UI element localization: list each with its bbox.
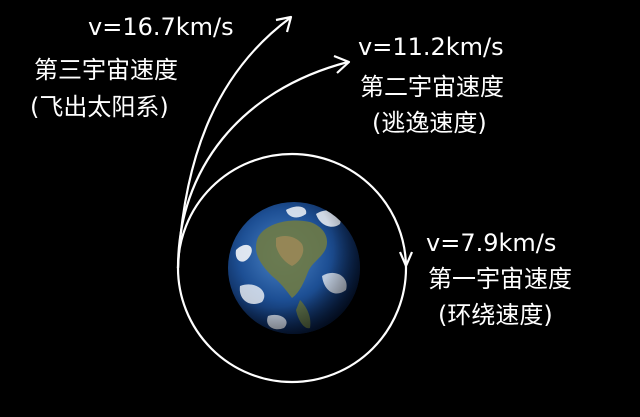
earth-icon (228, 202, 360, 334)
third-velocity-meaning: (飞出太阳系) (30, 93, 169, 121)
first-velocity-name: 第一宇宙速度 (428, 265, 572, 293)
second-velocity-meaning: (逃逸速度) (372, 109, 487, 137)
solar-escape-trajectory (176, 15, 293, 269)
solar-escape-arrow-icon (275, 15, 293, 33)
third-velocity-speed: v=16.7km/s (88, 13, 234, 41)
first-velocity-speed: v=7.9km/s (426, 229, 557, 257)
escape-arrow-icon (333, 54, 351, 74)
second-velocity-speed: v=11.2km/s (358, 33, 504, 61)
first-velocity-meaning: (环绕速度) (438, 301, 553, 329)
orbit-arrow-icon (398, 251, 414, 268)
second-velocity-name: 第二宇宙速度 (360, 73, 504, 101)
third-velocity-name: 第三宇宙速度 (34, 56, 178, 84)
